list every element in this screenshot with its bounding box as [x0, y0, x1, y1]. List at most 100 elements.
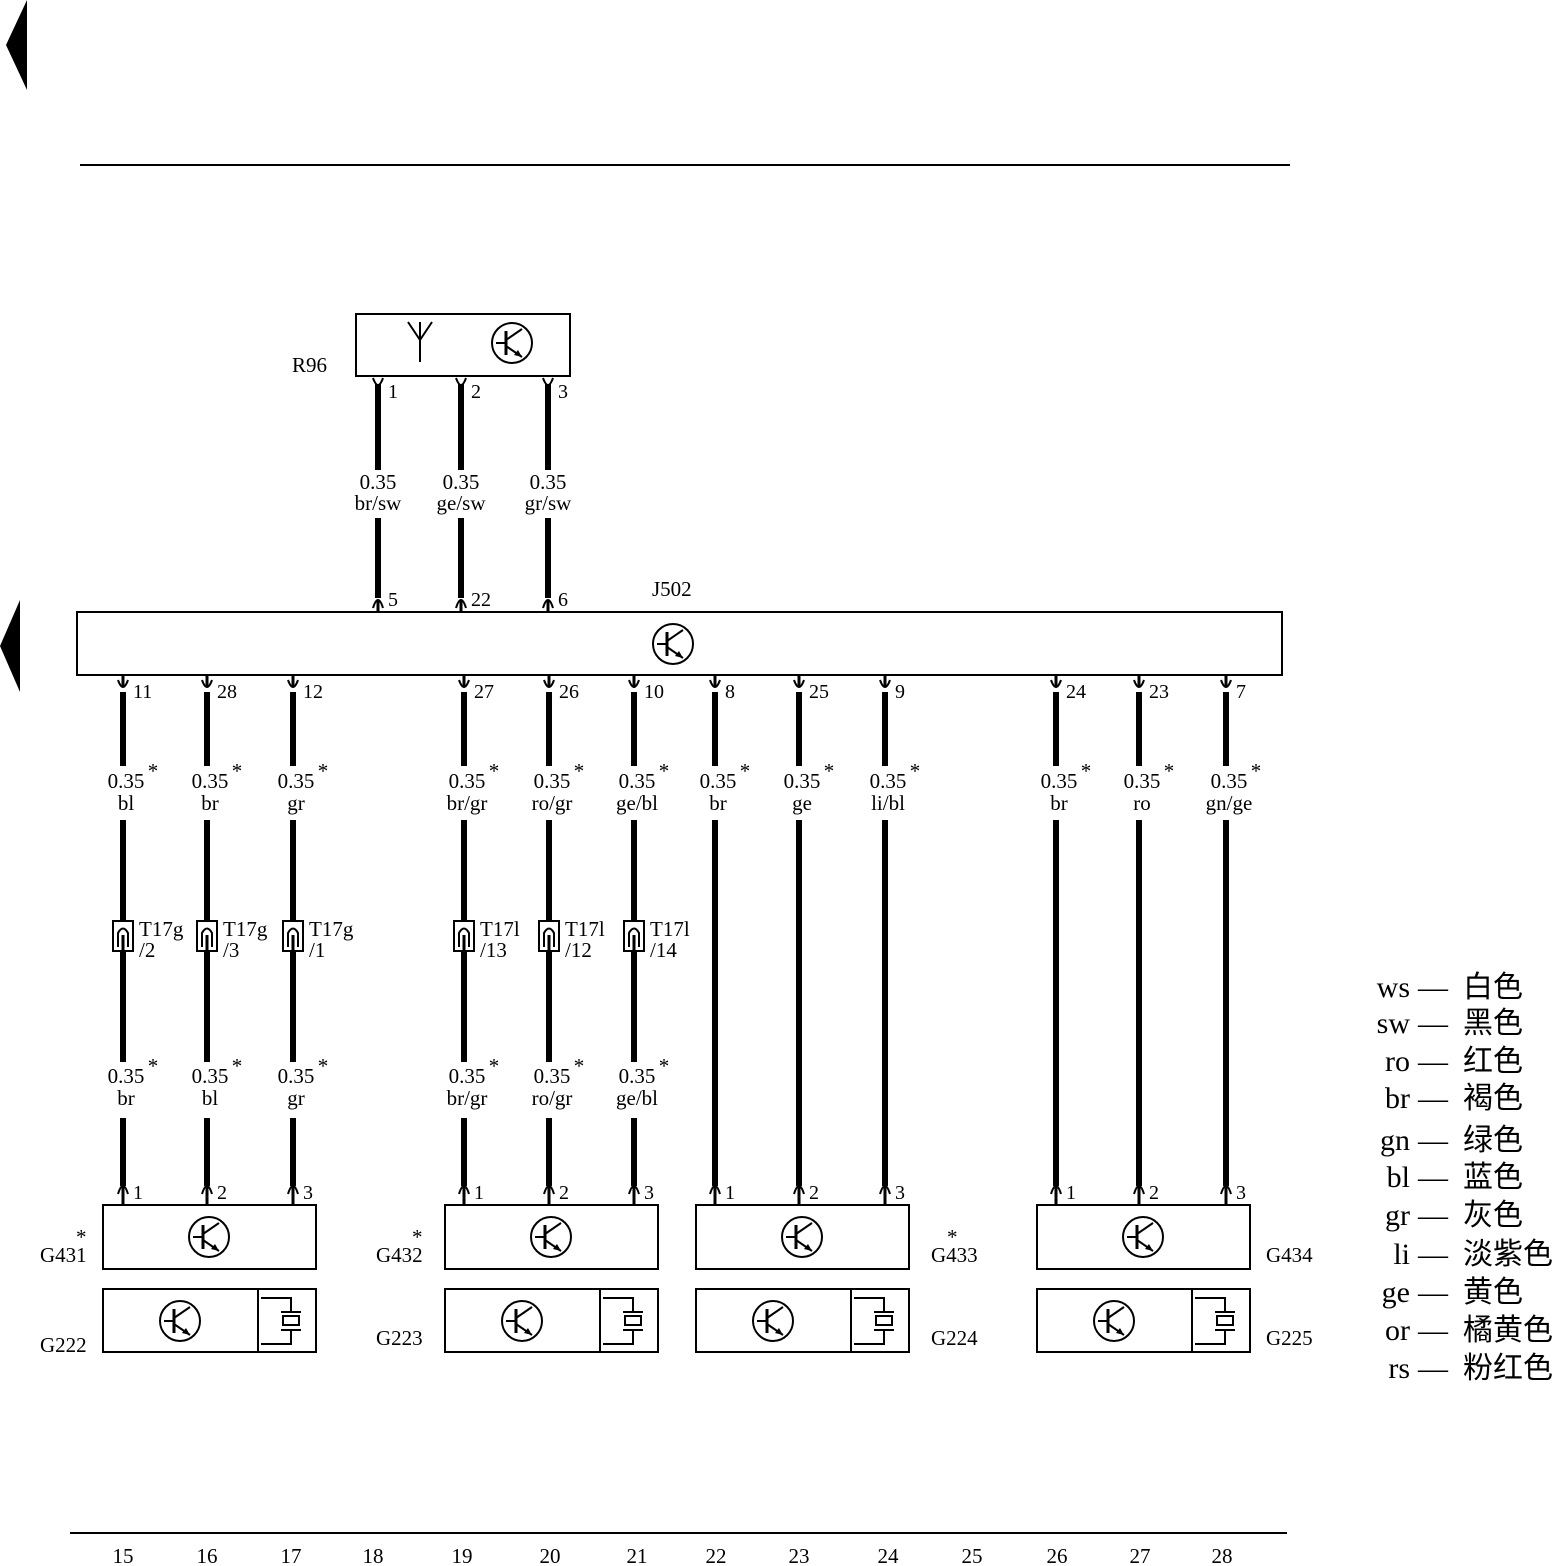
sensor-box [695, 1204, 910, 1270]
wire-color: br [709, 791, 727, 815]
wire-size: 0.35 [449, 769, 486, 793]
sensor-box-lower [444, 1288, 659, 1353]
legend-code: bl [1387, 1161, 1410, 1194]
inline-connector-icon [453, 920, 475, 952]
legend-code: or [1385, 1314, 1410, 1347]
connector-pin: /2 [139, 938, 155, 962]
wire-color: li/bl [871, 791, 905, 815]
connector-label: T17l [650, 917, 690, 941]
wire-color: br [1050, 791, 1068, 815]
track-number: 15 [113, 1544, 134, 1566]
sensor-box [444, 1204, 659, 1270]
legend-dash: — [1417, 1238, 1449, 1271]
page-back-arrow-middle[interactable] [0, 600, 20, 692]
legend-color-name: 白色 [1463, 970, 1523, 1005]
wire-size: 0.35 [278, 1064, 315, 1088]
wire-pin-bottom: 22 [471, 589, 491, 611]
wire-mark: * [318, 1054, 329, 1078]
sensor-box-lower [695, 1288, 910, 1353]
wire-color: br/gr [447, 791, 488, 815]
wire-color: br [117, 1086, 135, 1110]
legend-dash: — [1417, 1314, 1449, 1347]
legend-dash: — [1417, 1352, 1449, 1385]
track-number: 22 [706, 1544, 727, 1566]
top-wires: 1 0.35 br/sw 5 2 0.35 ge/sw 22 3 0.35 gr… [355, 377, 572, 612]
color-legend: ws—白色sw—黑色ro—红色br—褐色gn—绿色bl—蓝色gr—灰色li—淡紫… [1377, 970, 1553, 1386]
legend-code: sw [1377, 1007, 1411, 1040]
wire-mark: * [824, 759, 835, 783]
wire-mark: * [1251, 759, 1262, 783]
connector-pin: /12 [565, 938, 592, 962]
r96-component [355, 313, 571, 377]
g225-label: G225 [1266, 1326, 1313, 1350]
wire-size: 0.35 [870, 769, 907, 793]
j502-pin: 25 [809, 681, 829, 703]
wire-size: 0.35 [1211, 769, 1248, 793]
legend-color-name: 淡紫色 [1463, 1237, 1553, 1272]
track-number: 18 [363, 1544, 384, 1566]
legend-color-name: 粉红色 [1463, 1351, 1553, 1386]
wire-size: 0.35 [784, 769, 821, 793]
g223-label: G223 [376, 1326, 423, 1350]
wire-size: 0.35 [192, 769, 229, 793]
sensor-box-lower [102, 1288, 317, 1353]
j502-component [76, 611, 1283, 676]
track-number: 23 [789, 1544, 810, 1566]
legend-code: ws [1377, 971, 1410, 1004]
track-number: 16 [197, 1544, 218, 1566]
device-pin: 1 [1066, 1182, 1076, 1204]
wire [879, 676, 891, 1205]
g433-label: G433 [931, 1243, 978, 1267]
wire-color: ge/bl [616, 791, 658, 815]
bottom-wires: 110.35*blT17g/20.35*br1280.35*brT17g/30.… [108, 676, 1262, 1205]
piezo-icon [261, 1297, 301, 1345]
inline-connector-icon [282, 920, 304, 952]
wire [196, 676, 218, 1205]
device-pin: 1 [725, 1182, 735, 1204]
inline-connector-icon [196, 920, 218, 952]
wire-size: 0.35 [530, 470, 567, 494]
device-pin: 2 [559, 1182, 569, 1204]
wire-pin-top: 2 [471, 381, 481, 403]
legend-dash: — [1417, 1161, 1449, 1194]
legend-dash: — [1417, 1276, 1449, 1309]
j502-pin: 27 [474, 681, 494, 703]
connector-label: T17g [139, 917, 184, 941]
wire-pin-top: 3 [558, 381, 568, 403]
wire-pin-bottom: 6 [558, 589, 568, 611]
wire-color: bl [118, 791, 135, 815]
connector-label: T17g [309, 917, 354, 941]
device-pin: 1 [133, 1182, 143, 1204]
device-pin: 3 [303, 1182, 313, 1204]
wire-mark: * [740, 759, 751, 783]
track-number: 20 [540, 1544, 561, 1566]
connector-pin: /1 [309, 938, 325, 962]
sensor-boxes [102, 1204, 1251, 1353]
j502-pin: 10 [644, 681, 664, 703]
g432-asterisk: * [412, 1225, 423, 1249]
wire-mark: * [659, 1054, 670, 1078]
g222-label: G222 [40, 1333, 87, 1357]
transistor-icon [752, 1300, 794, 1342]
wire-color: br/gr [447, 1086, 488, 1110]
wire-mark: * [148, 759, 159, 783]
legend-code: rs [1388, 1352, 1410, 1385]
legend-color-name: 蓝色 [1463, 1160, 1523, 1195]
track-number: 19 [452, 1544, 473, 1566]
wire-color: gr [287, 1086, 305, 1110]
page-back-arrow-top[interactable] [6, 0, 27, 90]
legend-dash: — [1417, 1124, 1449, 1157]
track-number: 26 [1047, 1544, 1068, 1566]
j502-pin: 23 [1149, 681, 1169, 703]
wire-color: ro [1133, 791, 1151, 815]
wire-color: ro/gr [532, 1086, 573, 1110]
wire [623, 676, 645, 1205]
piezo-icon [603, 1297, 643, 1345]
wire [793, 676, 805, 1205]
wire [112, 676, 134, 1205]
sensor-box [1036, 1204, 1251, 1270]
wire-color: br/sw [355, 491, 403, 515]
wire [538, 676, 560, 1205]
